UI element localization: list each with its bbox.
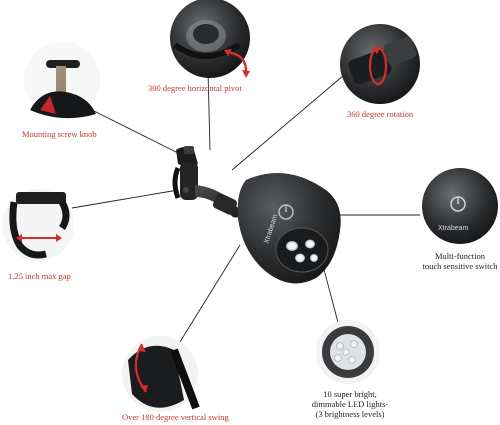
product-lamp: Xtrabeam: [172, 146, 341, 284]
inset-brand-logo: Xtrabeam: [438, 225, 469, 232]
label-max-gap: 1.25 inch max gap: [8, 271, 71, 281]
leader-line-pivot: [207, 69, 211, 151]
leader-lines: [71, 69, 420, 351]
inset-mounting-knob: [24, 42, 100, 119]
inset-max-gap: [2, 189, 74, 261]
inset-touch-switch: Xtrabeam: [422, 168, 498, 244]
inset-rotation: [340, 24, 420, 104]
leader-line-gap: [71, 189, 179, 209]
led-lens: [275, 227, 329, 273]
label-mounting-knob: Mounting screw knob: [22, 129, 97, 139]
label-leds-line3: (3 brightness levels): [315, 408, 385, 419]
label-vertical-swing: Over 180 degree vertical swing: [122, 412, 229, 422]
leader-line-knob: [87, 107, 189, 159]
leader-line-leds: [321, 261, 341, 331]
leader-line-swing: [174, 244, 241, 351]
inset-horizontal-pivot: [170, 0, 250, 78]
inset-leds: [316, 320, 380, 384]
label-touch-switch-line1: Multi-function: [434, 251, 486, 261]
clamp: [172, 146, 198, 200]
label-touch-switch: Multi-function touch sensitive switch: [420, 251, 500, 272]
label-leds-line2: dimmable LED lights-: [311, 398, 389, 409]
label-touch-switch-line2: touch sensitive switch: [422, 260, 498, 271]
label-rotation: 360 degree rotation: [347, 109, 414, 119]
label-leds-line1: 10 super bright,: [323, 389, 377, 399]
leader-line-rotation: [231, 69, 351, 171]
inset-vertical-swing: [122, 336, 200, 412]
label-leds: 10 super bright, dimmable LED lights- (3…: [306, 389, 394, 419]
label-horizontal-pivot: 300 degree horizontal pivot: [148, 83, 242, 93]
